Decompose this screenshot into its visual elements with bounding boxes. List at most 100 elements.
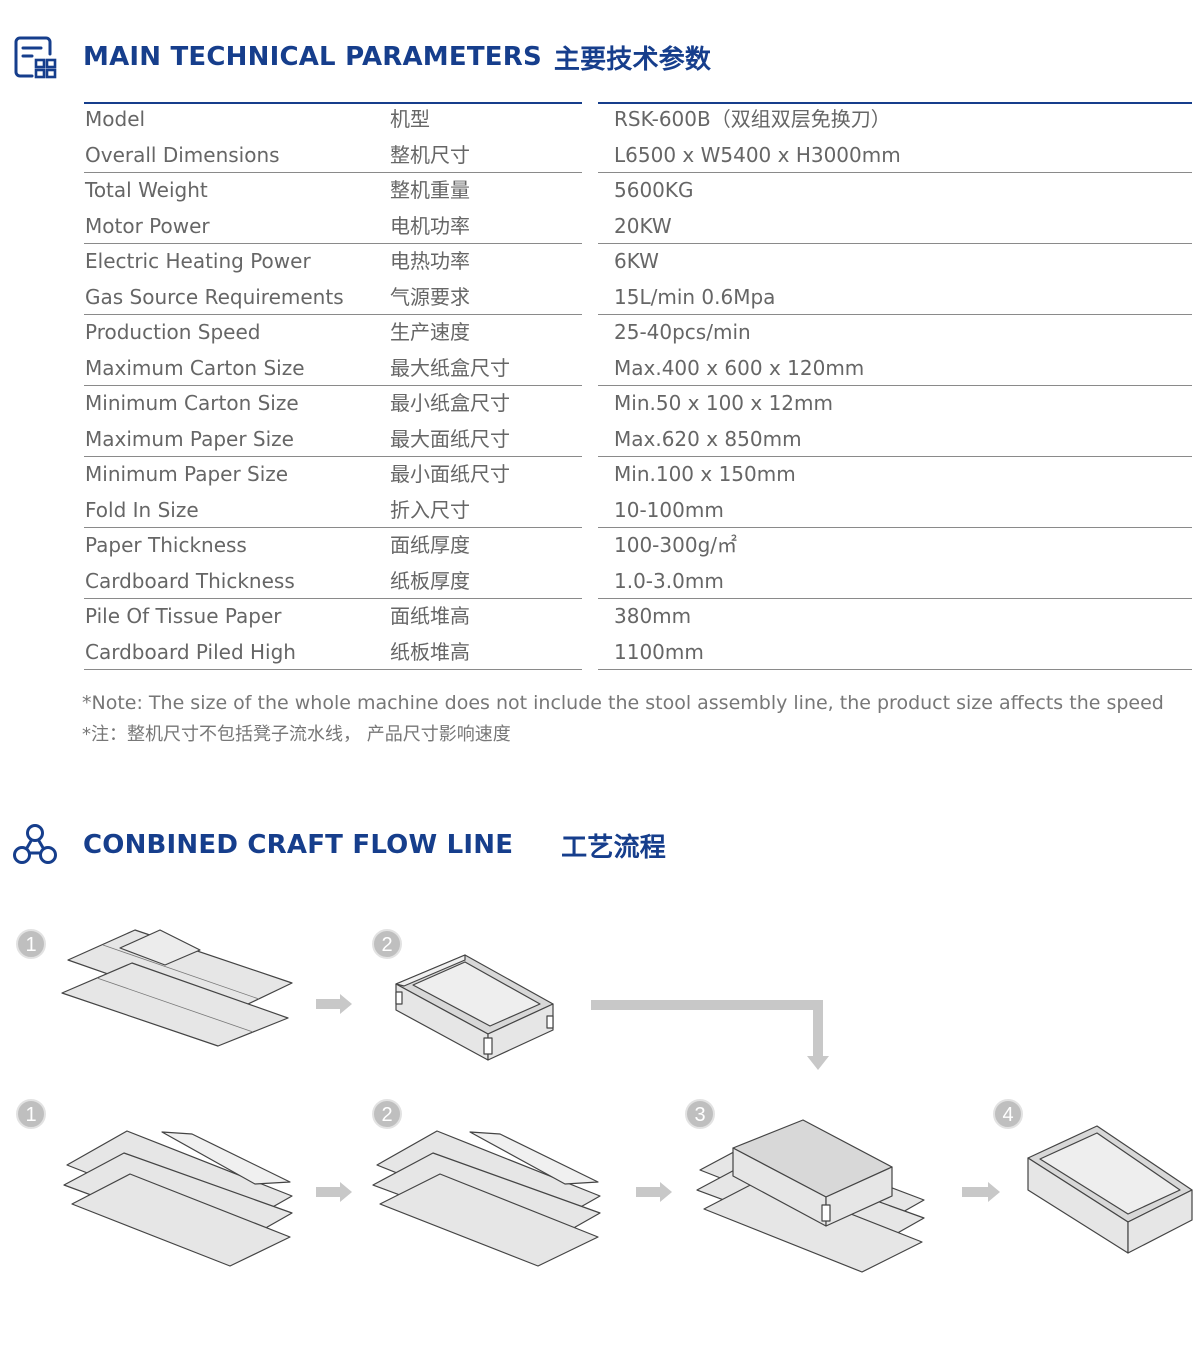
step-number: 4 <box>1002 1104 1013 1126</box>
document-grid-icon <box>14 36 57 79</box>
section-header-parameters: MAIN TECHNICAL PARAMETERS 主要技术参数 <box>12 34 711 80</box>
param-name-cn: 折入尺寸 <box>390 497 470 522</box>
step-number-badge: 1 <box>16 1099 46 1129</box>
param-value: 380mm <box>614 604 692 628</box>
param-value: Min.100 x 150mm <box>614 462 796 486</box>
step-number: 1 <box>25 1104 36 1126</box>
param-name-en: Maximum Carton Size <box>85 355 305 380</box>
param-name-cn: 气源要求 <box>390 284 470 309</box>
flow-arrows <box>316 994 1000 1202</box>
step-number-badge: 2 <box>372 929 402 959</box>
param-value: RSK-600B（双组双层免换刀） <box>614 107 891 131</box>
step-circle <box>16 929 46 959</box>
step-number: 2 <box>381 1104 392 1126</box>
param-name-en: Motor Power <box>85 213 210 238</box>
arrow-right-icon <box>636 1182 672 1202</box>
param-name-en: Total Weight <box>85 178 208 202</box>
param-name-cn: 纸板堆高 <box>390 639 470 664</box>
step-number-badge: 4 <box>993 1099 1023 1129</box>
param-value: Min.50 x 100 x 12mm <box>614 391 833 415</box>
param-value: 1.0-3.0mm <box>614 568 724 593</box>
param-name-en: Gas Source Requirements <box>85 284 344 309</box>
row-divider <box>84 243 582 244</box>
param-value: 5600KG <box>614 178 694 202</box>
param-value: 1100mm <box>614 639 704 664</box>
param-value: 10-100mm <box>614 497 724 522</box>
param-name-cn: 最小面纸尺寸 <box>390 462 510 486</box>
sheet-with-flaps-illustration-2 <box>372 1130 601 1267</box>
param-name-cn: 电热功率 <box>390 249 470 273</box>
step-number: 2 <box>381 934 392 956</box>
row-divider <box>84 456 582 457</box>
section-title-en: CONBINED CRAFT FLOW LINE <box>83 830 514 860</box>
row-divider <box>598 385 1192 386</box>
param-value: 20KW <box>614 213 672 238</box>
section-title-en: MAIN TECHNICAL PARAMETERS <box>83 42 542 72</box>
param-name-en: Minimum Carton Size <box>85 391 299 415</box>
step-number: 1 <box>25 934 36 956</box>
param-name-en: Overall Dimensions <box>85 142 280 167</box>
param-name-cn: 电机功率 <box>390 213 470 238</box>
param-name-cn: 纸板厚度 <box>390 568 470 593</box>
param-value: L6500 x W5400 x H3000mm <box>614 142 901 167</box>
param-name-en: Model <box>85 107 146 131</box>
param-value: 25-40pcs/min <box>614 320 751 344</box>
table-row: Production Speed 生产速度 25-40pcs/min <box>84 315 1192 351</box>
table-top-rule-right <box>598 102 1192 104</box>
row-divider <box>598 172 1192 173</box>
section-header-flow: CONBINED CRAFT FLOW LINE 工艺流程 <box>12 822 666 868</box>
param-name-cn: 生产速度 <box>390 320 470 344</box>
param-value: 100-300g/㎡ <box>614 533 737 557</box>
row-divider <box>598 314 1192 315</box>
finished-box-illustration <box>1027 1125 1193 1254</box>
row-divider <box>84 314 582 315</box>
note-english: *Note: The size of the whole machine doe… <box>82 692 1164 714</box>
param-name-cn: 整机尺寸 <box>390 142 470 167</box>
param-name-cn: 面纸厚度 <box>390 533 470 557</box>
row-divider <box>598 598 1192 599</box>
step-circle <box>16 1099 46 1129</box>
step-circle <box>372 1099 402 1129</box>
step-circle <box>993 1099 1023 1129</box>
row-divider <box>598 527 1192 528</box>
param-name-en: Production Speed <box>85 320 261 344</box>
row-divider <box>84 172 582 173</box>
step-number-badge: 2 <box>372 1099 402 1129</box>
row-divider <box>84 385 582 386</box>
param-name-cn: 最小纸盒尺寸 <box>390 391 510 415</box>
table-row: Fold In Size 折入尺寸 10-100mm <box>84 493 1192 529</box>
arrow-right-icon <box>316 994 352 1014</box>
param-name-en: Maximum Paper Size <box>85 426 294 451</box>
param-value: Max.620 x 850mm <box>614 426 802 451</box>
arrow-right-icon <box>316 1182 352 1202</box>
flat-sheet-illustration <box>61 929 293 1047</box>
row-divider <box>84 598 582 599</box>
arrow-turn-down-icon <box>591 1000 829 1070</box>
craft-flow-diagram: 1 2 1 2 3 4 <box>16 929 1193 1273</box>
param-name-en: Pile Of Tissue Paper <box>85 604 282 628</box>
row-divider <box>598 456 1192 457</box>
flow-nodes-icon <box>13 824 57 864</box>
param-name-en: Fold In Size <box>85 497 199 522</box>
step-circle <box>372 929 402 959</box>
table-row-group: Minimum Carton Size 最小纸盒尺寸 Min.50 x 100 x … <box>84 386 1192 457</box>
step-number-badge: 1 <box>16 929 46 959</box>
step-number-badge: 3 <box>685 1099 715 1129</box>
open-tray-illustration <box>395 954 554 1061</box>
